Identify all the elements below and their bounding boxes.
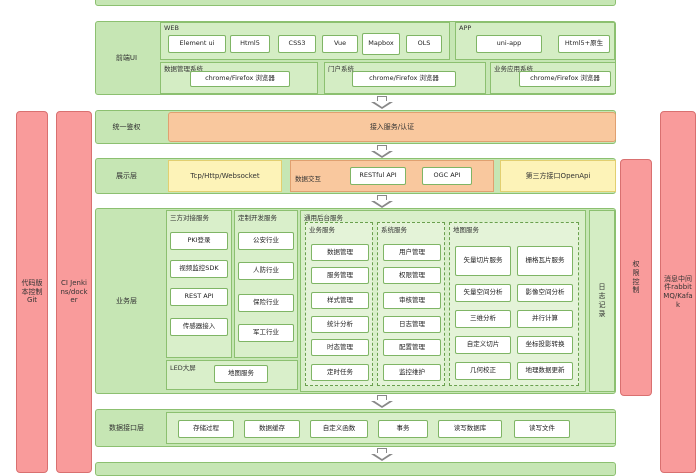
vector-spatial-analysis-box: 矢量空间分析 [455,284,511,302]
parallel-computing-box: 并行计算 [517,310,573,328]
bottom-cropped-layer [95,462,616,476]
web-item-vue: Vue [322,35,358,53]
data-exchange-title: 数据交互 [295,175,321,183]
system-service-title: 系统服务 [381,226,407,234]
transaction-box: 事务 [378,420,428,438]
web-item-html5: Html5 [230,35,270,53]
image-spatial-analysis-box: 影像空间分析 [517,284,573,302]
police-industry-box: 公安行业 [238,232,294,250]
protocol-box: Tcp/Http/Websocket [168,160,282,192]
3d-analysis-box: 三维分析 [455,310,511,328]
ci-sidebar: CI Jenkins/docker [56,111,92,473]
log-management-box: 日志管理 [383,316,441,333]
web-item-mapbox: Mapbox [362,33,400,55]
biz-app-browser: chrome/Firefox 浏览器 [519,71,611,87]
auth-service: 接入服务/认证 [168,112,616,142]
raster-tile-service-box: 栅格瓦片服务 [517,246,573,276]
business-layer-label: 业务层 [116,297,137,305]
biz-app-title: 业务应用系统 [494,65,533,73]
data-management-box: 数据管理 [311,244,369,261]
ci-sidebar-label: CI Jenkins/docker [60,278,88,305]
data-mgmt-title: 数据管理系统 [164,65,203,73]
read-write-db-box: 读写数据库 [438,420,502,438]
web-item-ols: OLS [406,35,442,53]
web-item-element-ui: Element ui [168,35,226,53]
data-mgmt-browser: chrome/Firefox 浏览器 [190,71,290,87]
log-record-label: 日志记录 [598,282,606,319]
app-item-uniapp: uni-app [476,35,542,53]
portal-panel: 门户系统 [324,62,486,94]
read-write-file-box: 读写文件 [514,420,570,438]
web-title: WEB [164,24,179,32]
coordinate-projection-box: 坐标投影转换 [517,336,573,354]
insurance-industry-box: 保险行业 [238,294,294,312]
audit-management-box: 审核管理 [383,292,441,309]
service-management-box: 服务管理 [311,267,369,284]
app-item-html5-native: Html5+原生 [558,35,610,53]
backend-title: 通用后台服务 [304,214,343,222]
video-sdk-box: 视频监控SDK [170,260,228,278]
portal-browser: chrome/Firefox 浏览器 [352,71,456,87]
led-screen-title: LED大屏 [170,364,196,372]
biz-service-title: 业务服务 [309,226,335,234]
military-industry-box: 军工行业 [238,324,294,342]
data-cache-box: 数据缓存 [244,420,300,438]
mq-sidebar: 消息中间件rabbitMQ/Kafak [660,111,696,473]
vector-tile-service-box: 矢量切片服务 [455,246,511,276]
permission-management-box: 权限管理 [383,267,441,284]
led-map-service-box: 地图服务 [214,365,268,383]
rest-api-box: REST API [170,288,228,306]
pki-login-box: PKI登录 [170,232,228,250]
civil-defense-industry-box: 人防行业 [238,262,294,280]
auth-layer-label: 统一鉴权 [112,123,141,131]
frontend-layer-label: 前端UI [115,54,138,62]
custom-tiling-box: 自定义切片 [455,336,511,354]
top-cropped-layer [95,0,616,6]
custom-function-box: 自定义函数 [310,420,368,438]
geodata-update-box: 地理数据更新 [517,362,573,380]
openapi-box: 第三方接口OpenApi [500,160,616,192]
monitoring-box: 监控维护 [383,364,441,381]
user-management-box: 用户管理 [383,244,441,261]
map-service-title: 地图服务 [453,226,479,234]
restful-api-box: RESTful API [350,167,406,185]
third-party-services-title: 三方对接服务 [170,214,209,222]
git-sidebar-label: 代码版本控制Git [21,278,43,305]
config-management-box: 配置管理 [383,339,441,356]
permission-sidebar-label: 权限控制 [632,260,640,295]
stored-procedure-box: 存储过程 [178,420,234,438]
web-item-css3: CSS3 [278,35,316,53]
portal-title: 门户系统 [328,65,354,73]
app-title: APP [459,24,472,32]
sensor-access-box: 传感器接入 [170,318,228,336]
style-management-box: 样式管理 [311,292,369,309]
data-interface-layer-label: 数据接口层 [109,424,144,432]
data-mgmt-panel: 数据管理系统 [160,62,318,94]
mq-sidebar-label: 消息中间件rabbitMQ/Kafak [663,274,693,309]
log-record-panel: 日志记录 [589,210,615,392]
git-sidebar: 代码版本控制Git [16,111,48,473]
geometric-correction-box: 几何校正 [455,362,511,380]
permission-sidebar: 权限控制 [620,159,652,396]
ogc-api-box: OGC API [422,167,472,185]
temporal-management-box: 时态管理 [311,339,369,356]
custom-dev-title: 定制开发服务 [238,214,277,222]
display-layer-label: 展示层 [116,172,137,180]
scheduled-task-box: 定时任务 [311,364,369,381]
statistics-box: 统计分析 [311,316,369,333]
